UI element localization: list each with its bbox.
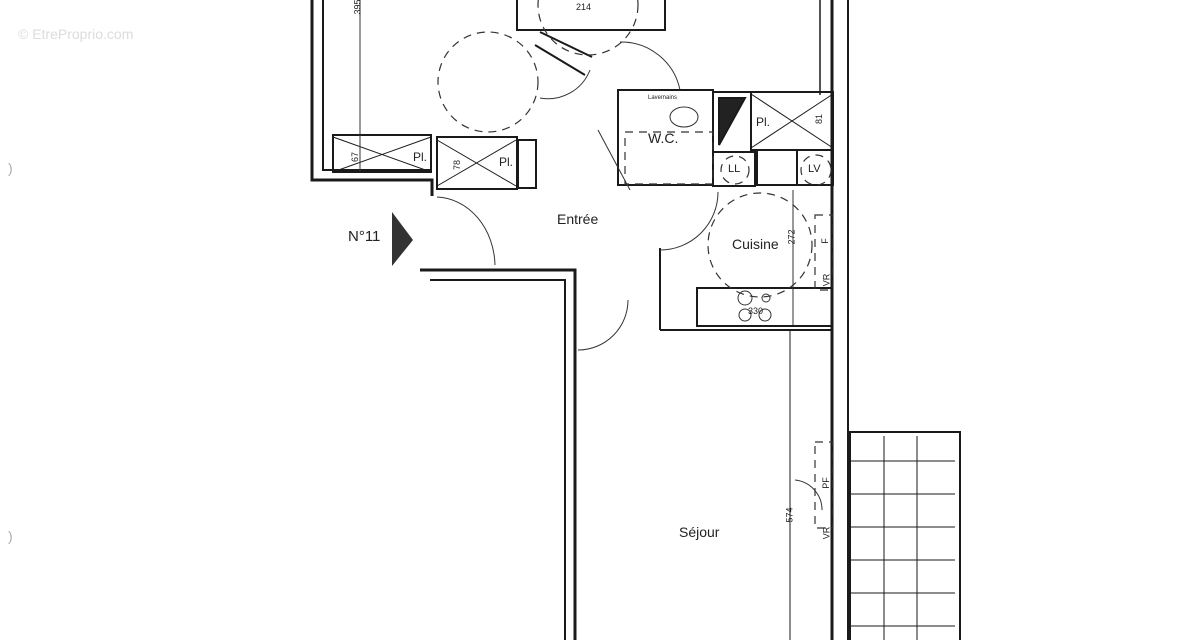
window-code-f: F [819,238,830,244]
washing-machine-label: LL [728,163,741,175]
binding-hole-mark: ) [8,528,13,544]
dimension-78: 78 [452,159,463,171]
dishwasher-label: LV [808,163,821,175]
dimension-67: 67 [350,151,361,163]
room-label-sejour: Séjour [679,524,720,540]
dimension-214: 214 [576,2,592,12]
closet-label: Pl. [413,150,428,164]
dimension-272: 272 [786,229,797,245]
closet-label: Pl. [499,155,514,169]
watermark: © EtreProprio.com [18,26,134,42]
dimension-330: 330 [748,306,764,316]
window-code-vr: VR [821,526,832,540]
dimension-574: 574 [784,507,795,523]
entrance-number: N°11 [348,228,381,245]
room-label-cuisine: Cuisine [732,236,779,252]
dimension-395: 395 [352,0,363,15]
dimension-81: 81 [814,113,825,125]
closet-label: Pl. [756,115,771,129]
room-label-entree: Entrée [557,211,599,227]
binding-hole-mark: ) [8,160,13,176]
window-code-vr: VR [821,273,832,287]
room-label-wc: W.C. [648,130,679,146]
sink-label: Lavemains [648,95,678,101]
window-code-pf: PF [820,477,831,489]
